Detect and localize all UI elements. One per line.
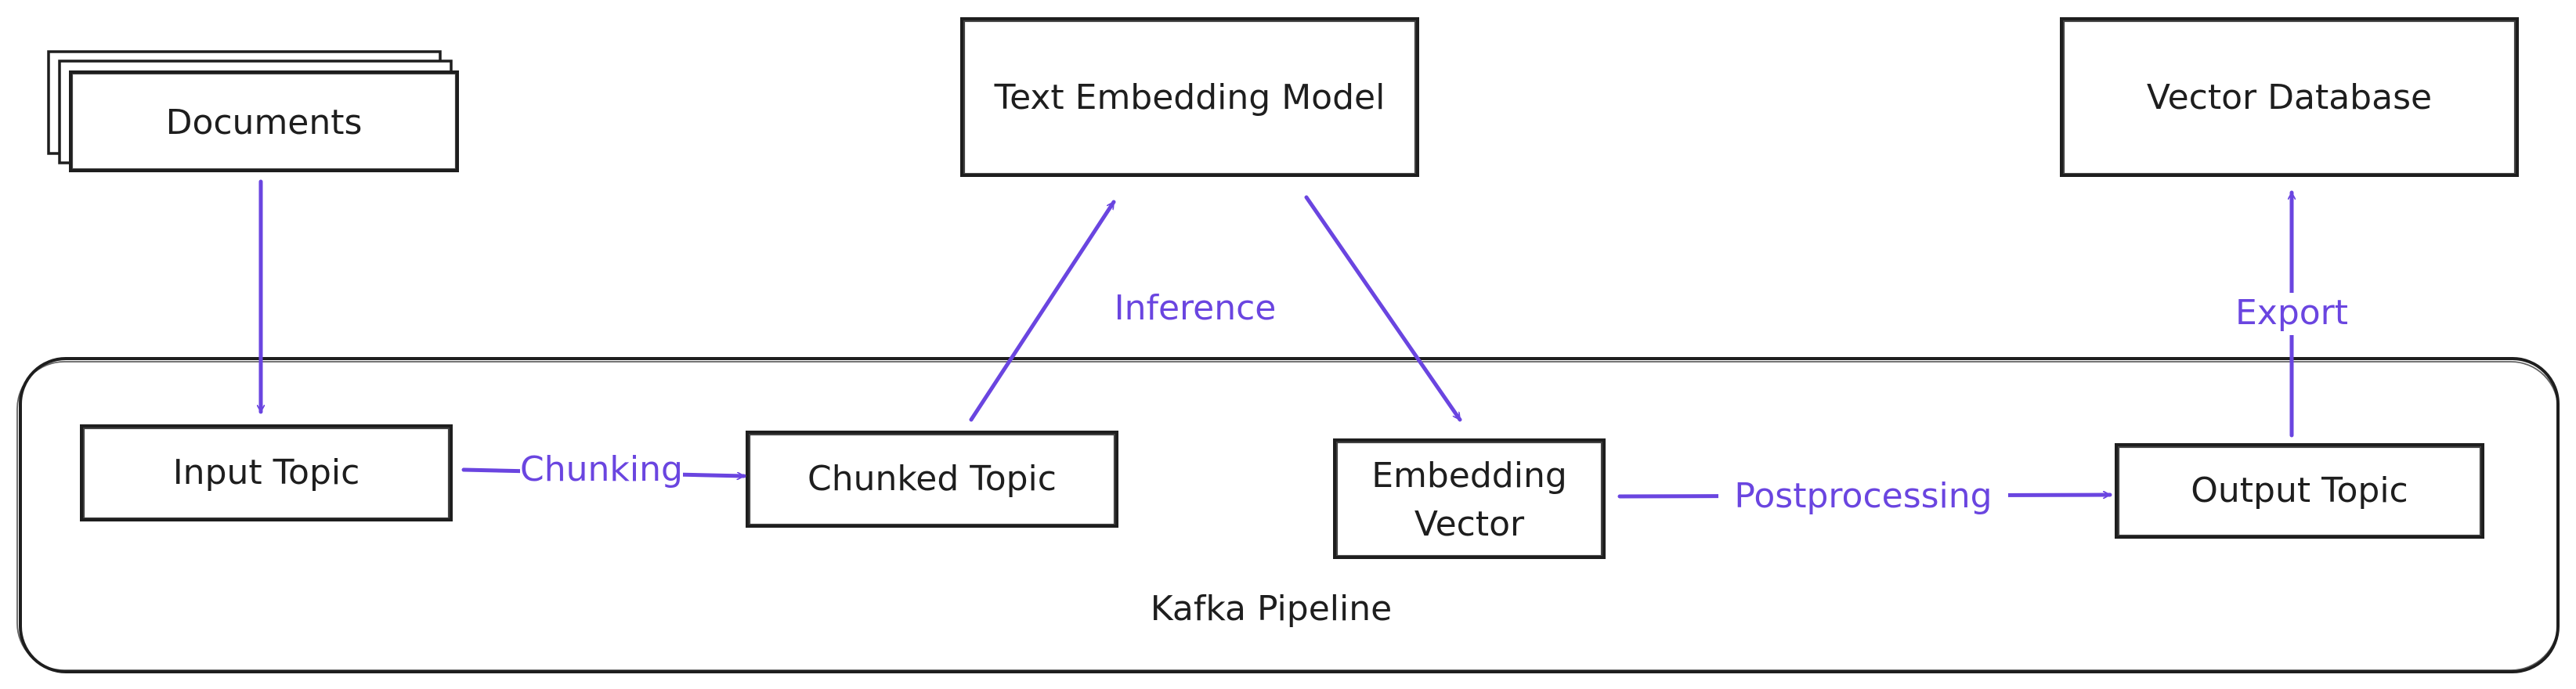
documents-label: Documents (166, 103, 363, 142)
input-topic-label: Input Topic (173, 453, 360, 492)
input-topic-node: Input Topic (80, 424, 453, 521)
text-embedding-model-label: Text Embedding Model (994, 78, 1386, 117)
inference-label: Inference (1115, 288, 1277, 328)
chunking-label: Chunking (520, 449, 683, 489)
documents-node: Documents (47, 50, 459, 172)
vector-database-label: Vector Database (2147, 78, 2432, 117)
embedding-vector-label-line2: Vector (1414, 504, 1525, 544)
output-topic-label: Output Topic (2191, 471, 2408, 510)
output-topic-node: Output Topic (2115, 443, 2484, 539)
kafka-pipeline-label: Kafka Pipeline (1151, 589, 1392, 629)
embedding-vector-node: Embedding Vector (1333, 438, 1606, 559)
kafka-pipeline-container: Kafka Pipeline (16, 357, 2560, 673)
embedding-vector-label-line1: Embedding (1371, 456, 1567, 496)
chunked-topic-label: Chunked Topic (807, 459, 1057, 499)
postprocessing-label: Postprocessing (1734, 476, 1992, 516)
arrow-model-to-embedding (1304, 195, 1462, 422)
export-label: Export (2235, 293, 2348, 333)
arrow-chunked-to-model (969, 200, 1116, 422)
vector-database-node: Vector Database (2060, 17, 2519, 177)
chunked-topic-node: Chunked Topic (746, 431, 1118, 528)
text-embedding-model-node: Text Embedding Model (960, 17, 1419, 177)
